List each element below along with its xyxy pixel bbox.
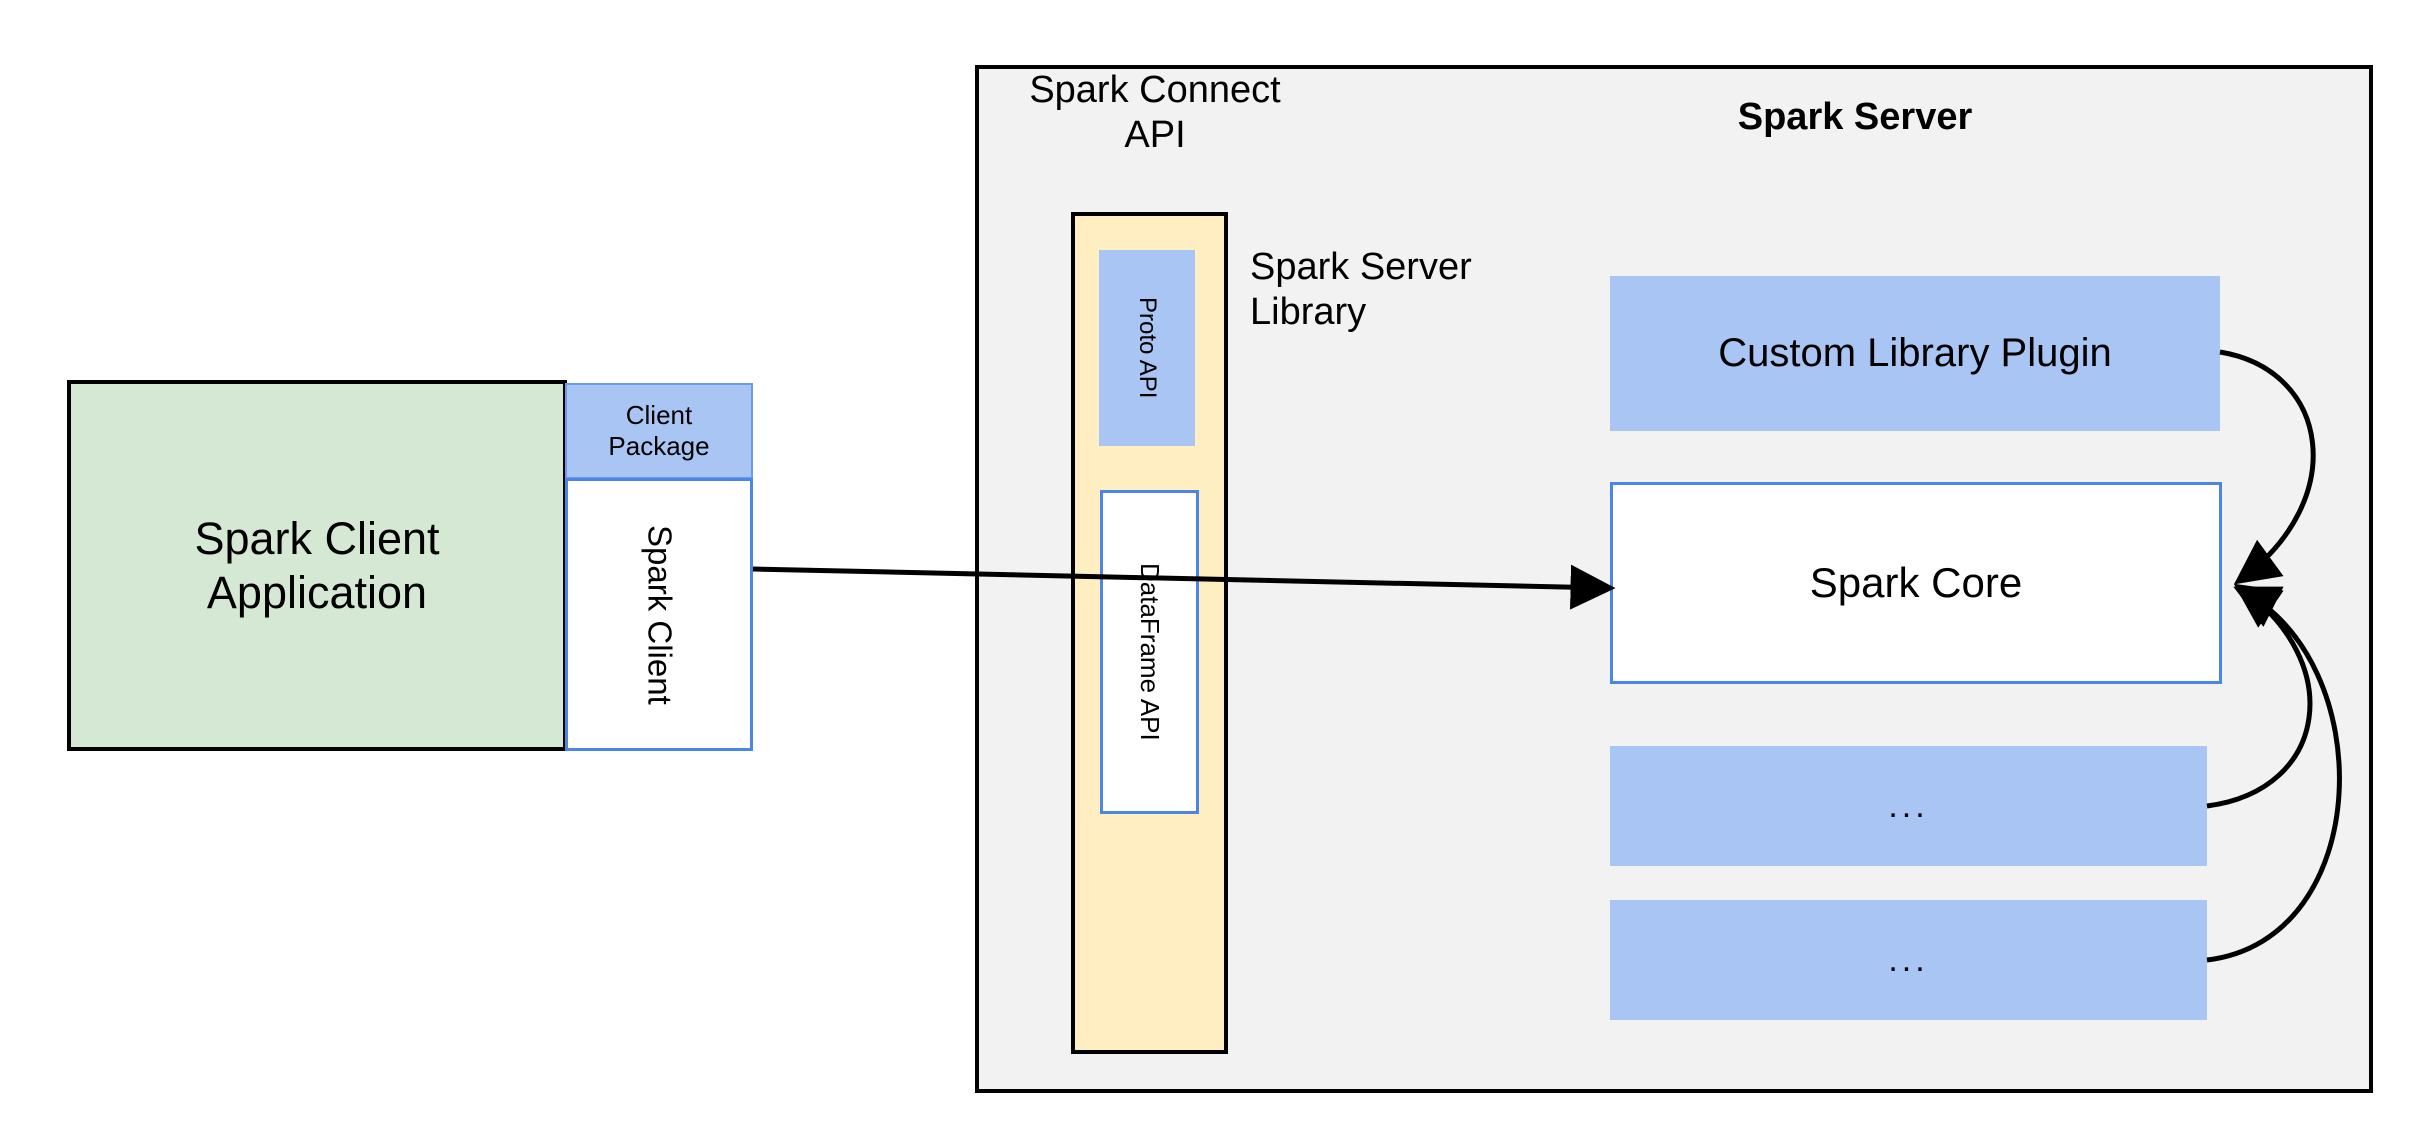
spark-connect-api-label: Spark Connect API — [1020, 68, 1290, 168]
dataframe-api-label: DataFrame API — [1134, 563, 1165, 741]
proto-api-box: Proto API — [1099, 250, 1195, 446]
additional-component-label-2: ... — [1888, 940, 1929, 979]
dataframe-api-box: DataFrame API — [1100, 490, 1199, 814]
additional-component-label-1: ... — [1888, 786, 1929, 825]
spark-core-label: Spark Core — [1809, 559, 2023, 607]
spark-server-title-text: Spark Server — [1737, 95, 1973, 138]
spark-server-library-text: Spark Server Library — [1250, 246, 1472, 333]
client-package-label: Client Package — [608, 400, 710, 461]
spark-client-box: Spark Client — [565, 478, 753, 751]
spark-client-application-label: Spark Client Application — [194, 513, 440, 618]
custom-library-plugin-label: Custom Library Plugin — [1718, 330, 2112, 375]
additional-component-box-1: ... — [1610, 746, 2207, 866]
spark-client-label: Spark Client — [641, 524, 679, 705]
additional-component-box-2: ... — [1610, 900, 2207, 1020]
client-package-box: Client Package — [565, 383, 753, 479]
custom-library-plugin-box: Custom Library Plugin — [1610, 276, 2220, 431]
spark-connect-api-text: Spark Connect API — [1029, 69, 1281, 156]
spark-server-title: Spark Server — [1680, 93, 2030, 141]
spark-client-application-box: Spark Client Application — [67, 380, 567, 751]
spark-server-library-label: Spark Server Library — [1250, 245, 1550, 345]
proto-api-label: Proto API — [1134, 297, 1162, 399]
spark-core-box: Spark Core — [1610, 482, 2222, 684]
